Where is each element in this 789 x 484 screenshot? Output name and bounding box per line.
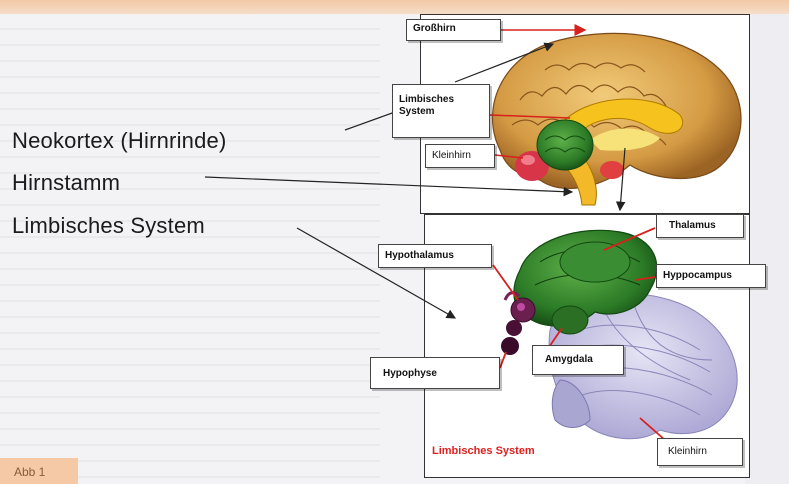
- figure-caption: Abb 1: [0, 458, 78, 484]
- pointer-limbisches: [297, 228, 455, 318]
- callout-thalamus-text: Thalamus: [669, 220, 716, 231]
- callout-hypophyse: Hypophyse: [370, 357, 500, 389]
- callout-kleinhirn-lower: Kleinhirn: [657, 438, 743, 466]
- callout-limbisches-line1: Limbisches: [399, 94, 483, 106]
- callout-kleinhirn-upper: Kleinhirn: [425, 144, 495, 168]
- callout-grosshirn-text: Großhirn: [413, 23, 456, 34]
- limbic-system-drawing: [501, 230, 737, 438]
- callout-amygdala-text: Amygdala: [545, 354, 593, 365]
- callout-limbisches-line2: System: [399, 106, 483, 118]
- callout-thalamus: Thalamus: [656, 214, 744, 238]
- callout-kleinhirn-lower-text: Kleinhirn: [668, 446, 707, 457]
- callout-hypothalamus-text: Hypothalamus: [385, 250, 454, 261]
- callout-hyppocampus: Hyppocampus: [656, 264, 766, 288]
- pointer-neokortex: [345, 112, 395, 130]
- callout-hyppocampus-text: Hyppocampus: [663, 270, 732, 281]
- callout-limbisches-system-upper: Limbisches System: [392, 84, 490, 138]
- callout-kleinhirn-upper-text: Kleinhirn: [432, 150, 471, 161]
- callout-hypophyse-text: Hypophyse: [383, 368, 437, 379]
- cerebrum-drawing: [493, 33, 742, 205]
- callout-hypothalamus: Hypothalamus: [378, 244, 492, 268]
- lower-panel-title: Limbisches System: [432, 445, 535, 457]
- pointer-hirnstamm: [205, 177, 572, 192]
- callout-amygdala: Amygdala: [532, 345, 624, 375]
- callout-grosshirn: Großhirn: [406, 19, 501, 41]
